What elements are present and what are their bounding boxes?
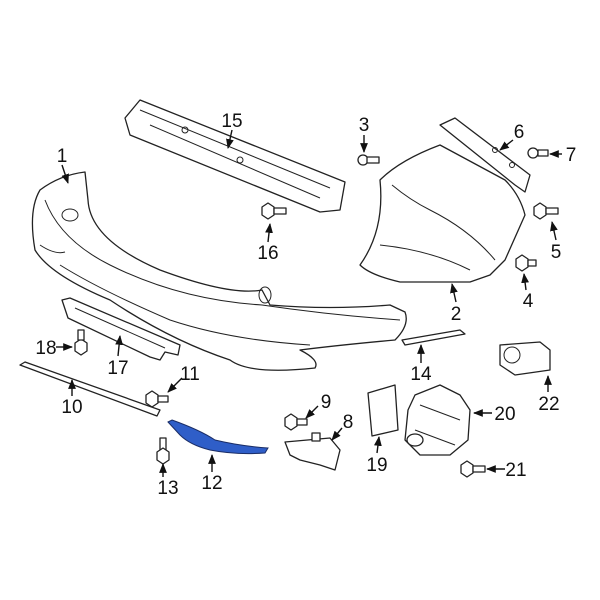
callout-6[interactable]: 6 [514,122,525,143]
callout-12[interactable]: 12 [201,473,222,494]
part-21-bolt[interactable] [460,460,486,478]
part-17-bracket[interactable] [61,297,181,361]
callout-13[interactable]: 13 [157,478,178,499]
callout-2[interactable]: 2 [451,304,462,325]
part-7-screw[interactable] [527,147,549,159]
callout-22[interactable]: 22 [538,394,559,415]
part-14-reflector[interactable] [401,329,466,346]
part-15-bumper-reinforcement[interactable] [124,99,346,213]
callout-9[interactable]: 9 [321,392,332,413]
callout-18[interactable]: 18 [35,338,56,359]
part-1-bumper-cover[interactable] [31,171,407,371]
callout-14[interactable]: 14 [410,364,432,385]
callout-19[interactable]: 19 [366,455,387,476]
callout-4[interactable]: 4 [523,291,534,312]
part-16-bolt[interactable] [261,202,287,220]
callout-17[interactable]: 17 [107,358,128,379]
callout-21[interactable]: 21 [505,460,526,481]
leader-lines [56,129,562,477]
part-11-bolt[interactable] [145,390,169,408]
part-19-plate[interactable] [367,384,399,437]
callout-3[interactable]: 3 [359,115,370,136]
part-12-highlighted-trim[interactable] [167,419,269,455]
part-8-bracket[interactable] [284,432,341,471]
callout-1[interactable]: 1 [57,146,68,167]
part-4-bolt[interactable] [515,254,537,272]
callout-8[interactable]: 8 [343,412,354,433]
callout-11[interactable]: 11 [180,364,200,385]
callout-16[interactable]: 16 [257,243,278,264]
callout-10[interactable]: 10 [61,397,82,418]
part-20-sensor-bracket[interactable] [404,384,471,456]
part-5-bolt[interactable] [533,202,559,220]
part-2-side-bracket[interactable] [359,144,526,283]
part-3-screw[interactable] [357,154,380,166]
callout-7[interactable]: 7 [566,145,577,166]
part-13-bolt[interactable] [156,437,170,465]
part-22-parking-sensor[interactable] [499,341,551,376]
callout-5[interactable]: 5 [551,242,562,263]
part-6-strip[interactable] [439,117,531,193]
part-10-molding[interactable] [19,361,161,417]
part-18-bolt[interactable] [74,329,88,356]
part-9-bolt[interactable] [284,413,308,431]
callout-20[interactable]: 20 [494,404,515,425]
callout-15[interactable]: 15 [221,111,242,132]
